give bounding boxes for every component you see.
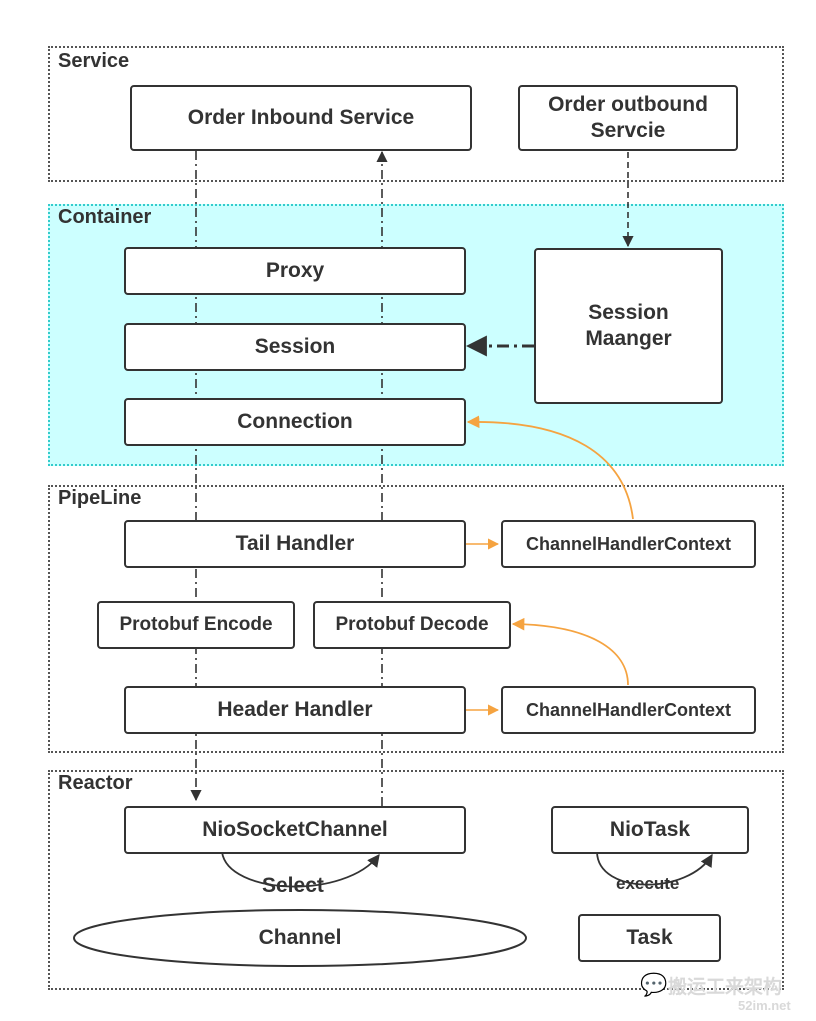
- execute-loop-curve: [596, 851, 713, 886]
- service-layer-label: Service: [58, 50, 130, 72]
- session-label: Session: [254, 334, 336, 358]
- protobuf-encode-label: Protobuf Encode: [119, 614, 273, 636]
- order-outbound-label-line1: Order outbound: [548, 92, 708, 116]
- connection-box: Connection: [124, 398, 466, 446]
- proxy-box: Proxy: [124, 247, 466, 295]
- nio-socket-channel-box: NioSocketChannel: [124, 806, 466, 854]
- order-inbound-service-box: Order Inbound Service: [130, 85, 472, 151]
- protobuf-decode-label: Protobuf Decode: [335, 614, 489, 636]
- nio-task-box: NioTask: [551, 806, 749, 854]
- tail-handler-label: Tail Handler: [235, 531, 355, 555]
- connection-label: Connection: [237, 409, 353, 433]
- header-handler-box: Header Handler: [124, 686, 466, 734]
- order-outbound-service-box: Order outbound Servcie: [518, 85, 738, 151]
- protobuf-decode-box: Protobuf Decode: [313, 601, 511, 649]
- channel-ellipse: [73, 909, 527, 967]
- ctx-to-decode-curve: [511, 617, 629, 686]
- watermark-site: 52im.net: [738, 998, 791, 1013]
- session-manager-box: Session Maanger: [534, 248, 723, 404]
- channel-handler-context-bottom-label: ChannelHandlerContext: [525, 699, 732, 720]
- task-box: Task: [578, 914, 721, 962]
- execute-label: execute: [616, 874, 680, 893]
- channel-handler-context-top-box: ChannelHandlerContext: [501, 520, 756, 568]
- channel-handler-context-top-label: ChannelHandlerContext: [525, 533, 732, 554]
- reactor-layer-label: Reactor: [58, 772, 133, 794]
- watermark: 💬 搬运工来架构 52im.net: [640, 968, 810, 1016]
- session-box: Session: [124, 323, 466, 371]
- nio-socket-channel-label: NioSocketChannel: [202, 817, 388, 841]
- reactor-layer: [48, 770, 784, 990]
- nio-task-label: NioTask: [609, 817, 691, 841]
- order-inbound-service-label: Order Inbound Service: [187, 105, 415, 129]
- channel-handler-context-bottom-box: ChannelHandlerContext: [501, 686, 756, 734]
- container-layer-label: Container: [58, 206, 152, 228]
- pipeline-layer-label: PipeLine: [58, 487, 142, 509]
- proxy-label: Proxy: [265, 258, 325, 282]
- chat-bubble-icon: 💬: [640, 972, 668, 997]
- header-handler-label: Header Handler: [217, 697, 373, 721]
- task-label: Task: [626, 925, 673, 949]
- select-loop-curve: [221, 851, 380, 888]
- pipeline-layer: [48, 485, 784, 753]
- order-outbound-label-line2: Servcie: [590, 119, 666, 142]
- ctx-to-connection-curve: [466, 415, 634, 520]
- select-label: Select: [262, 874, 324, 897]
- channel-label: Channel: [258, 925, 342, 949]
- protobuf-encode-box: Protobuf Encode: [97, 601, 295, 649]
- session-manager-label-line2: Maanger: [585, 327, 672, 350]
- service-layer: [48, 46, 784, 182]
- session-manager-label-line1: Session: [588, 300, 669, 324]
- watermark-text: 搬运工来架构: [668, 977, 783, 998]
- tail-handler-box: Tail Handler: [124, 520, 466, 568]
- channel-label-box: Channel: [200, 918, 400, 958]
